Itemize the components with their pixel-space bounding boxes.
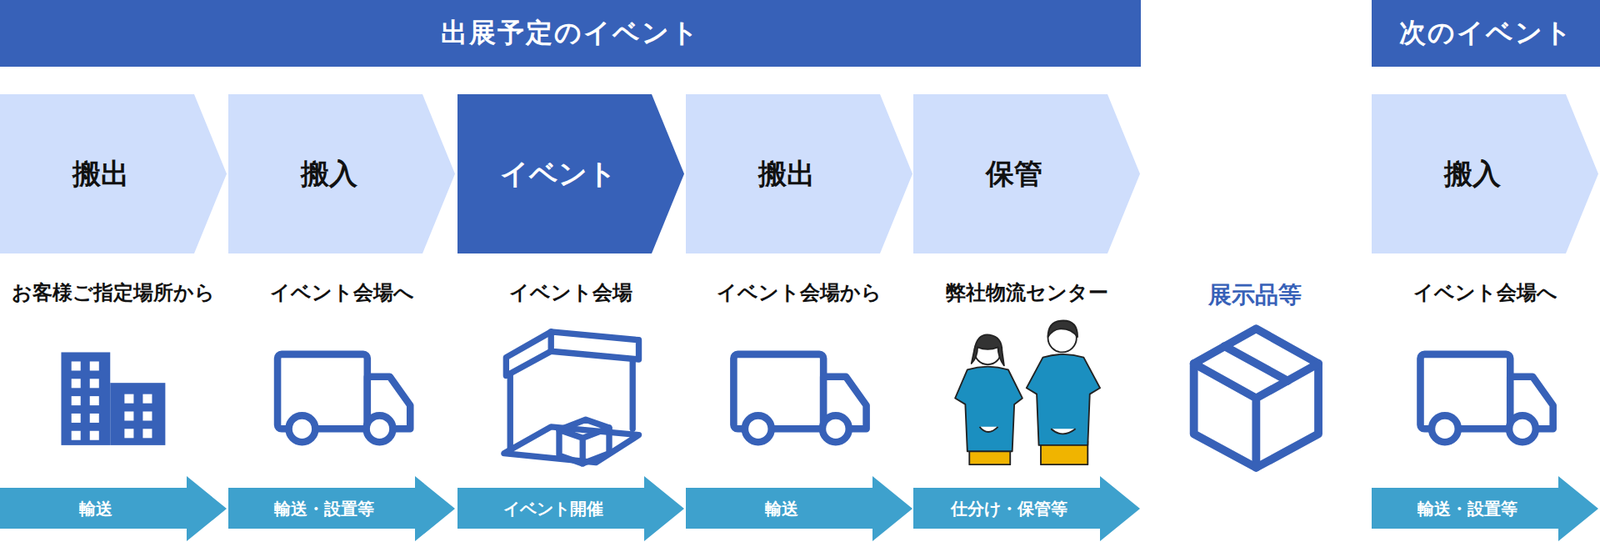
place-label: イベント会場へ — [1413, 279, 1558, 306]
building-icon — [60, 351, 165, 445]
event-band: 出展予定のイベント — [0, 0, 1141, 67]
step-title: 搬入 — [1444, 155, 1501, 194]
truck-icon — [1420, 354, 1553, 442]
place-label: イベント会場 — [509, 279, 633, 306]
action-arrow: 輸送 — [685, 475, 913, 541]
place-label: 弊社物流センター — [945, 279, 1109, 306]
booth-icon — [504, 331, 640, 464]
event-band: 次のイベント — [1371, 0, 1600, 67]
chevron-outline — [685, 94, 913, 254]
box-icon — [1194, 328, 1319, 468]
action-label: 輸送 — [79, 497, 113, 520]
step-chevron: 搬入 — [1371, 94, 1599, 254]
arrow-outline — [228, 475, 455, 541]
arrow-outline — [0, 475, 227, 541]
action-arrow: 輸送・設置等 — [228, 475, 455, 541]
arrow-shape — [0, 475, 227, 541]
item-label: 展示品等 — [1208, 279, 1302, 311]
action-label: 仕分け・保管等 — [950, 497, 1068, 520]
action-label: 輸送・設置等 — [1417, 497, 1518, 520]
arrow-outline — [1371, 475, 1599, 541]
chevron-outline — [0, 94, 227, 254]
step-title: 搬出 — [72, 155, 130, 194]
truck-icon — [277, 354, 410, 442]
step-title: イベント — [500, 155, 617, 194]
step-title: 保管 — [985, 155, 1043, 194]
step-title: 搬出 — [758, 155, 815, 194]
chevron-outline — [1371, 94, 1599, 254]
action-arrow: イベント開催 — [457, 475, 685, 541]
arrow-outline — [913, 475, 1140, 541]
place-label: お客様ご指定場所から — [11, 279, 215, 306]
step-chevron: イベント — [457, 94, 685, 254]
action-arrow: 輸送 — [0, 475, 227, 541]
arrow-shape — [685, 475, 913, 541]
step-chevron: 搬出 — [685, 94, 913, 254]
place-label: イベント会場から — [716, 279, 882, 306]
arrow-outline — [457, 475, 685, 541]
chevron-outline — [913, 94, 1140, 254]
action-arrow: 輸送・設置等 — [1371, 475, 1599, 541]
band-title: 次のイベント — [1399, 15, 1574, 52]
staff-illustration — [955, 320, 1100, 465]
step-chevron: 保管 — [913, 94, 1140, 254]
chevron-outline — [457, 94, 685, 254]
action-label: 輸送 — [765, 497, 799, 520]
place-label: イベント会場へ — [270, 279, 415, 306]
step-title: 搬入 — [300, 155, 358, 194]
action-label: イベント開催 — [503, 497, 604, 520]
step-chevron: 搬入 — [228, 94, 455, 254]
action-arrow: 仕分け・保管等 — [913, 475, 1140, 541]
arrow-outline — [685, 475, 913, 541]
band-title: 出展予定のイベント — [440, 15, 700, 52]
truck-icon — [733, 354, 866, 442]
chevron-outline — [228, 94, 455, 254]
step-chevron: 搬出 — [0, 94, 227, 254]
action-label: 輸送・設置等 — [274, 497, 375, 520]
